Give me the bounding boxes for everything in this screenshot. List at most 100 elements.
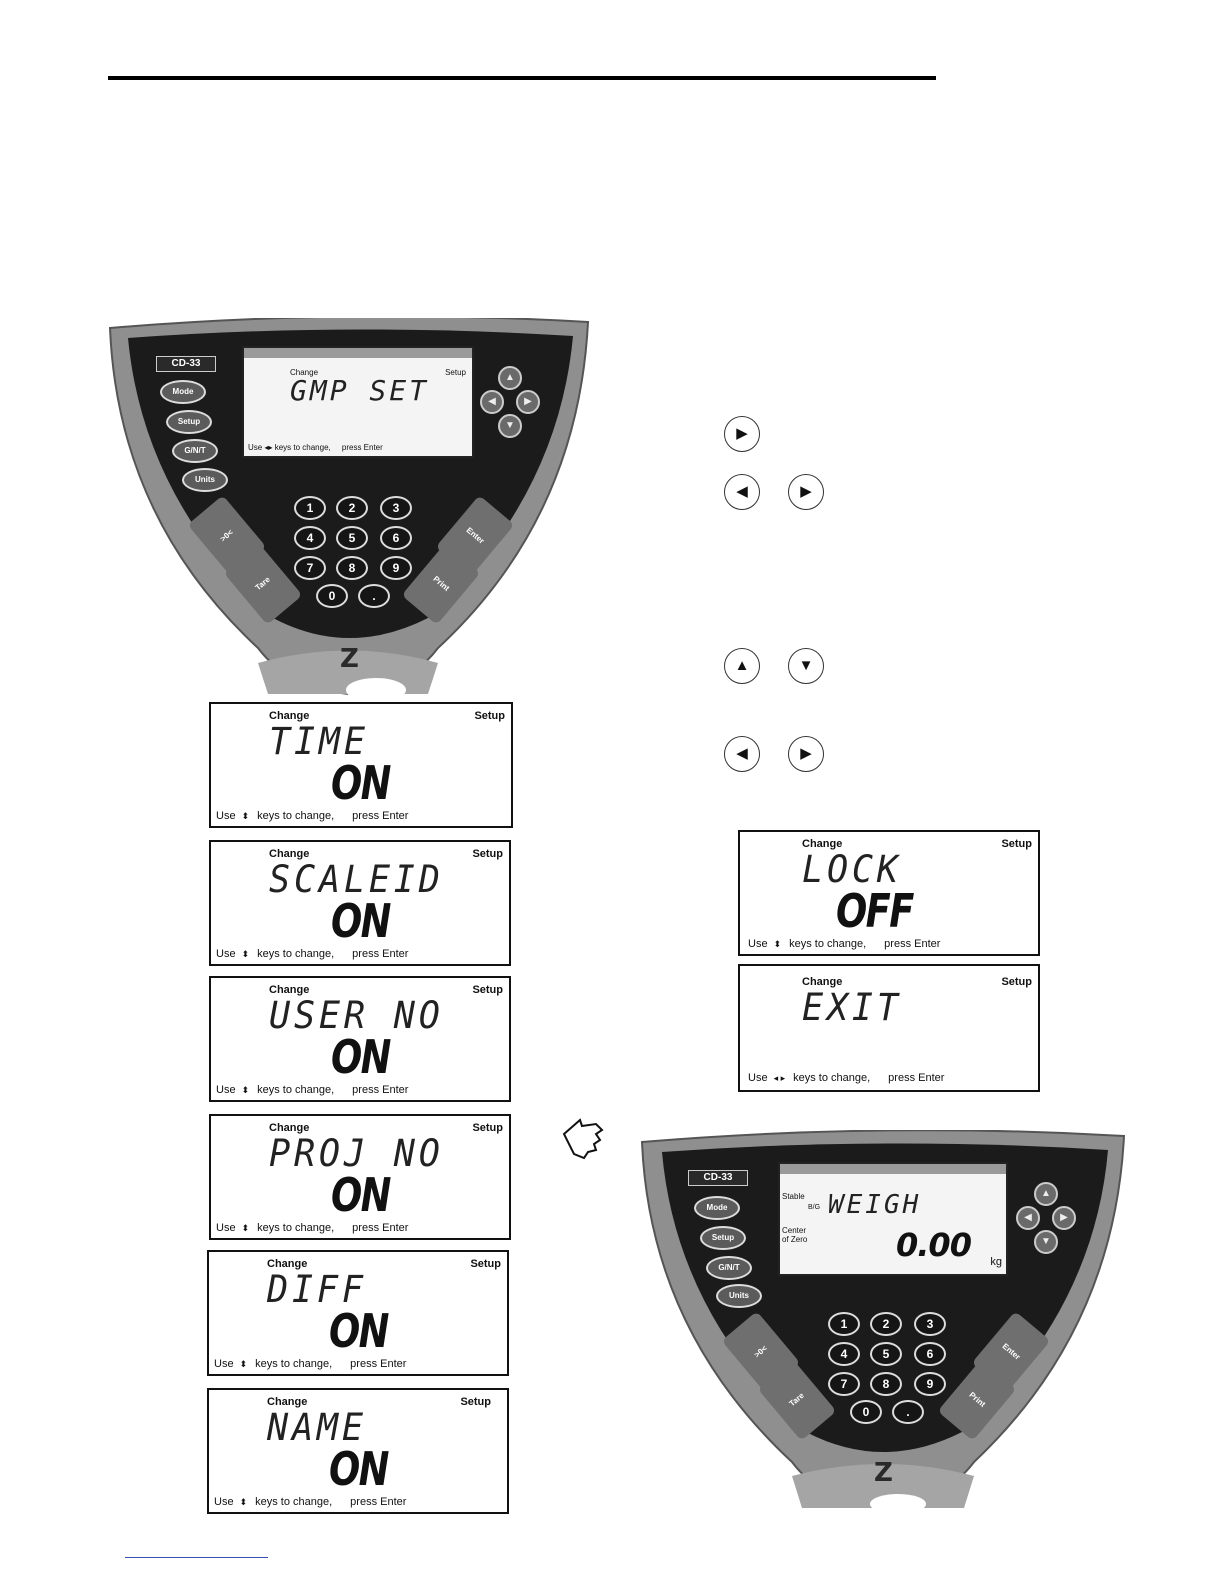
down-arrow-icon: ▼ (788, 648, 824, 684)
key-8[interactable]: 8 (336, 556, 368, 580)
display-bar (780, 1164, 1006, 1174)
key-8[interactable]: 8 (870, 1372, 902, 1396)
menu-item-text: TIME (269, 720, 369, 763)
nav-down-button[interactable]: ▼ (1034, 1230, 1058, 1254)
nav-up-button[interactable]: ▲ (498, 366, 522, 390)
lcd-screen-name: Change Setup NAME ON Use⬍keys to change,… (207, 1388, 509, 1514)
key-7[interactable]: 7 (294, 556, 326, 580)
display-main-text: WEIGH (828, 1190, 922, 1220)
menu-item-value: ON (331, 894, 391, 948)
key-5[interactable]: 5 (336, 526, 368, 550)
right-arrow-icon: ▶ (724, 416, 760, 452)
key-9[interactable]: 9 (914, 1372, 946, 1396)
key-3[interactable]: 3 (914, 1312, 946, 1336)
instruction-footer: Use⬍keys to change,press Enter (216, 1222, 409, 1234)
units-button[interactable]: Units (716, 1284, 762, 1308)
display-change-label: Change (290, 368, 319, 377)
ohaus-logo: Z (340, 644, 359, 674)
lcd-screen-user-no: Change Setup USER NO ON Use⬍keys to chan… (209, 976, 511, 1102)
up-down-arrow-icon: ⬍ (241, 949, 250, 959)
menu-item-text: NAME (267, 1406, 367, 1449)
key-0[interactable]: 0 (316, 584, 348, 608)
key-7[interactable]: 7 (828, 1372, 860, 1396)
key-dot[interactable]: . (892, 1400, 924, 1424)
nav-left-button[interactable]: ◀ (480, 390, 504, 414)
up-down-arrow-icon: ⬍ (241, 1085, 250, 1095)
up-down-arrow-icon: ⬍ (241, 811, 250, 821)
menu-item-text: USER NO (269, 994, 444, 1037)
key-2[interactable]: 2 (870, 1312, 902, 1336)
change-label: Change (267, 1258, 308, 1270)
right-arrow-icon: ▶ (788, 736, 824, 772)
key-3[interactable]: 3 (380, 496, 412, 520)
change-label: Change (269, 984, 310, 996)
setup-label: Setup (472, 848, 503, 860)
units-button[interactable]: Units (182, 468, 228, 492)
footer-link-underline[interactable] (125, 1557, 268, 1558)
mode-button[interactable]: Mode (160, 380, 206, 404)
nav-right-button[interactable]: ▶ (516, 390, 540, 414)
lcd-screen-lock: Change Setup LOCK OFF Use⬍keys to change… (738, 830, 1040, 956)
instruction-footer: Use⬍keys to change,press Enter (214, 1496, 407, 1508)
setup-label: Setup (1001, 976, 1032, 988)
setup-button[interactable]: Setup (166, 410, 212, 434)
mode-button[interactable]: Mode (694, 1196, 740, 1220)
key-dot[interactable]: . (358, 584, 390, 608)
unit-label: kg (990, 1256, 1002, 1268)
menu-item-value: ON (331, 1168, 391, 1222)
up-down-arrow-icon: ⬍ (239, 1359, 248, 1369)
gnt-button[interactable]: G/N/T (706, 1256, 752, 1280)
change-label: Change (802, 976, 843, 988)
display-footer: Use ◂▸ keys to change, press Enter (248, 443, 383, 452)
header-rule (108, 76, 936, 80)
brand-model-logo: CD-33 (688, 1170, 748, 1186)
menu-item-value: ON (329, 1304, 389, 1358)
setup-label: Setup (474, 710, 505, 722)
instruction-footer: Use⬍keys to change,press Enter (748, 938, 941, 950)
change-label: Change (269, 710, 310, 722)
instruction-footer: Use⬍keys to change,press Enter (214, 1358, 407, 1370)
left-right-arrow-icon: ◂ ▸ (773, 1073, 786, 1083)
key-6[interactable]: 6 (380, 526, 412, 550)
menu-item-value: ON (331, 1030, 391, 1084)
key-6[interactable]: 6 (914, 1342, 946, 1366)
ohaus-logo: Z (874, 1458, 893, 1488)
display-main-text: GMP SET (290, 374, 430, 407)
key-2[interactable]: 2 (336, 496, 368, 520)
key-1[interactable]: 1 (828, 1312, 860, 1336)
change-label: Change (802, 838, 843, 850)
change-label: Change (269, 848, 310, 860)
key-0[interactable]: 0 (850, 1400, 882, 1424)
indicator-panel-top: CD-33 Mode Setup G/N/T Units Change Setu… (108, 318, 590, 696)
key-5[interactable]: 5 (870, 1342, 902, 1366)
menu-item-value: ON (329, 1442, 389, 1496)
pointer-hand-icon (562, 1118, 604, 1160)
display-setup-label: Setup (445, 368, 466, 377)
key-4[interactable]: 4 (828, 1342, 860, 1366)
setup-label: Setup (460, 1396, 491, 1408)
menu-item-text: EXIT (802, 986, 902, 1029)
left-arrow-icon: ◀ (724, 736, 760, 772)
menu-item-text: DIFF (267, 1268, 367, 1311)
menu-item-value: ON (331, 756, 391, 810)
setup-label: Setup (470, 1258, 501, 1270)
nav-right-button[interactable]: ▶ (1052, 1206, 1076, 1230)
nav-up-button[interactable]: ▲ (1034, 1182, 1058, 1206)
key-4[interactable]: 4 (294, 526, 326, 550)
setup-label: Setup (472, 1122, 503, 1134)
nav-left-button[interactable]: ◀ (1016, 1206, 1040, 1230)
bg-indicator: B/G (808, 1204, 821, 1211)
nav-down-button[interactable]: ▼ (498, 414, 522, 438)
lcd-screen-diff: Change Setup DIFF ON Use⬍keys to change,… (207, 1250, 509, 1376)
instruction-footer: Use⬍keys to change,press Enter (216, 810, 409, 822)
change-label: Change (269, 1122, 310, 1134)
key-1[interactable]: 1 (294, 496, 326, 520)
lcd-screen-exit: Change Setup EXIT Use◂ ▸keys to change,p… (738, 964, 1040, 1092)
gnt-button[interactable]: G/N/T (172, 439, 218, 463)
display-screen-top: Change Setup GMP SET Use ◂▸ keys to chan… (242, 346, 474, 458)
setup-button[interactable]: Setup (700, 1226, 746, 1250)
key-9[interactable]: 9 (380, 556, 412, 580)
weight-readout: 0.00 (896, 1226, 972, 1264)
